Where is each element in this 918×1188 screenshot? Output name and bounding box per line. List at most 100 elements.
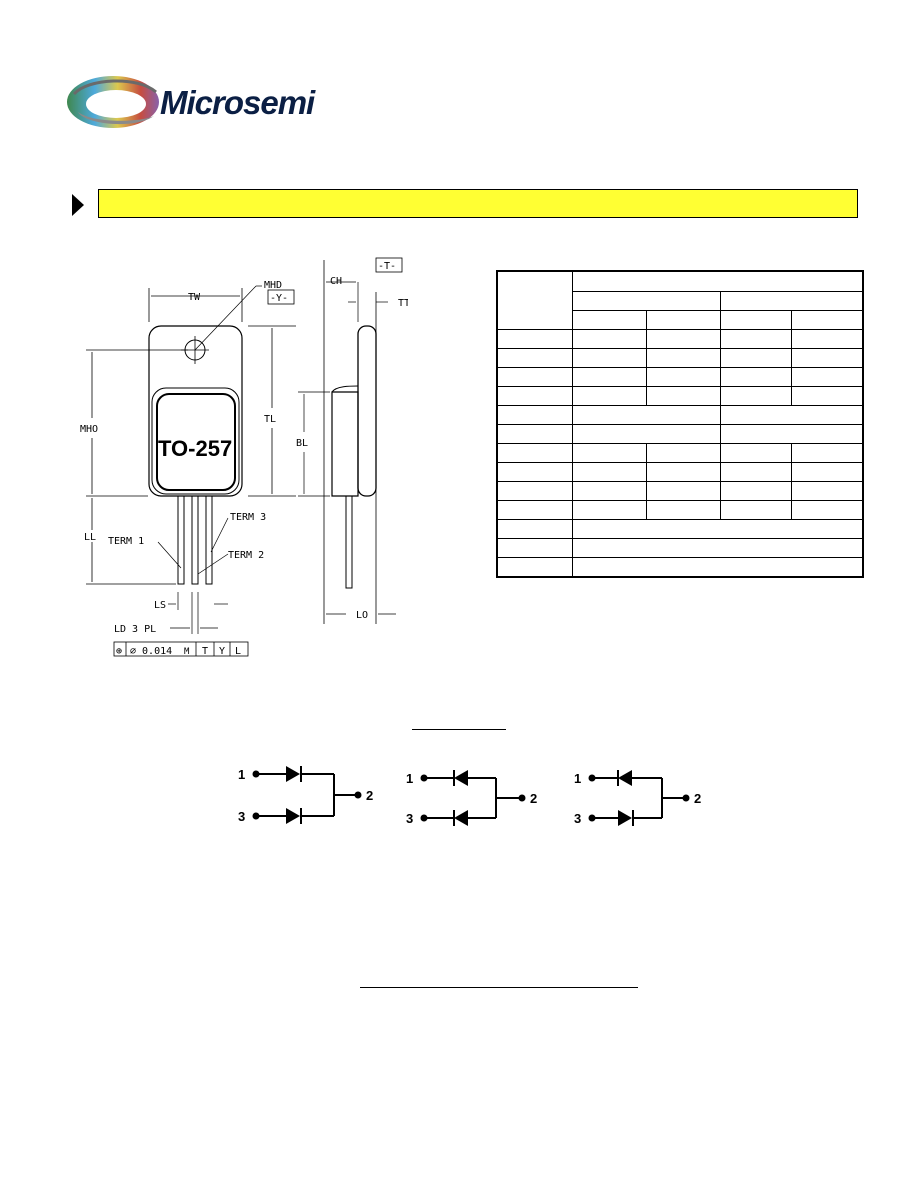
- brand-logo-mark: [67, 76, 159, 128]
- table-cell: [720, 481, 792, 501]
- table-row: [496, 500, 864, 520]
- table-cell: [496, 519, 573, 539]
- datum-t-label: -T-: [378, 261, 396, 272]
- table-cell: [496, 500, 573, 520]
- table-row: [496, 367, 864, 387]
- doubler-config: 1 3 2: [574, 770, 701, 826]
- table-row: [496, 557, 864, 578]
- heading-underline: [412, 729, 506, 730]
- table-row: [496, 538, 864, 558]
- table-cell: [646, 500, 721, 520]
- tolerance-datum-l: L: [235, 646, 241, 657]
- table-cell: [720, 500, 792, 520]
- bl-label: BL: [296, 438, 308, 449]
- table-cell: [646, 310, 721, 330]
- table-cell: [572, 462, 647, 482]
- table-cell: [496, 462, 573, 482]
- ls-label: LS: [154, 600, 166, 611]
- term2-label: TERM 2: [228, 550, 264, 561]
- table-cell: [791, 348, 864, 368]
- table-row: [496, 386, 864, 406]
- table-row: [496, 270, 864, 330]
- mho-label: MHO: [80, 424, 98, 435]
- table-cell: [496, 386, 573, 406]
- table-cell: [791, 386, 864, 406]
- term1-label: TERM 1: [108, 536, 144, 547]
- table-cell: [791, 367, 864, 387]
- pin-3-label: 3: [238, 809, 245, 824]
- term3-label: TERM 3: [230, 512, 266, 523]
- table-row: [496, 519, 864, 539]
- table-row: [496, 405, 864, 425]
- tolerance-datum-t: T: [202, 646, 208, 657]
- table-cell: [720, 462, 792, 482]
- table-cell: [720, 443, 792, 463]
- table-cell: [646, 481, 721, 501]
- table-cell: [496, 367, 573, 387]
- tolerance-value: ⌀ 0.014: [130, 646, 172, 657]
- section-header-bar: [98, 189, 858, 218]
- table-cell: [720, 348, 792, 368]
- pin-2-label: 2: [366, 788, 373, 803]
- tt-label: TT: [398, 298, 408, 309]
- table-cell: [720, 386, 792, 406]
- table-cell: [572, 557, 864, 578]
- lo-label: LO: [356, 610, 368, 621]
- table-cell: [791, 329, 864, 349]
- table-cell: [572, 538, 864, 558]
- table-cell: [572, 310, 647, 330]
- table-cell: [720, 424, 864, 444]
- table-cell: [572, 500, 647, 520]
- tolerance-datum-y: Y: [219, 646, 225, 657]
- table-cell: [572, 291, 721, 311]
- footer-heading-underline: [360, 987, 638, 988]
- table-row: [496, 329, 864, 349]
- table-row: [497, 291, 864, 311]
- table-cell: [646, 462, 721, 482]
- table-row: [496, 348, 864, 368]
- tolerance-modifier: M: [184, 647, 190, 657]
- table-cell: [572, 481, 647, 501]
- tl-label: TL: [264, 414, 276, 425]
- table-row: [497, 310, 864, 330]
- table-cell: [496, 557, 573, 578]
- ll-label: LL: [84, 532, 96, 543]
- ch-label: CH: [330, 276, 342, 287]
- tw-label: TW: [188, 292, 201, 303]
- table-cell: [646, 443, 721, 463]
- common-anode-config: 1 3 2: [406, 770, 537, 826]
- datum-y-label: -Y-: [270, 293, 288, 304]
- table-cell: [720, 405, 864, 425]
- table-cell: [572, 386, 647, 406]
- table-cell: [791, 481, 864, 501]
- table-cell: [572, 405, 721, 425]
- brand-name: Microsemi: [160, 84, 315, 121]
- table-cell: [496, 481, 573, 501]
- table-cell: [572, 424, 721, 444]
- pin-1-label: 1: [238, 767, 245, 782]
- table-cell: [791, 443, 864, 463]
- table-cell: [496, 538, 573, 558]
- table-cell: [572, 367, 647, 387]
- table-cell: [572, 270, 864, 292]
- table-row: [496, 424, 864, 444]
- diode-configuration-schematics: 1 3 2 1 3 2 1 3 2: [238, 766, 701, 826]
- table-cell: [646, 329, 721, 349]
- package-name-label: TO-257: [158, 436, 232, 461]
- table-cell: [791, 310, 864, 330]
- package-outline-drawing: TO-257 TW MHD -Y- MHO TL LL TERM 1 TERM …: [80, 257, 408, 657]
- table-cell: [572, 348, 647, 368]
- position-symbol: ⊕: [116, 646, 122, 657]
- table-cell: [720, 310, 792, 330]
- table-cell: [720, 291, 864, 311]
- pin-2-label: 2: [530, 791, 537, 806]
- table-cell: [572, 329, 647, 349]
- table-cell: [646, 386, 721, 406]
- mhd-label: MHD: [264, 280, 282, 291]
- pin-3-label: 3: [574, 811, 581, 826]
- table-row: [496, 462, 864, 482]
- table-row: [496, 481, 864, 501]
- table-cell: [572, 519, 864, 539]
- pin-3-label: 3: [406, 811, 413, 826]
- pin-1-label: 1: [574, 771, 581, 786]
